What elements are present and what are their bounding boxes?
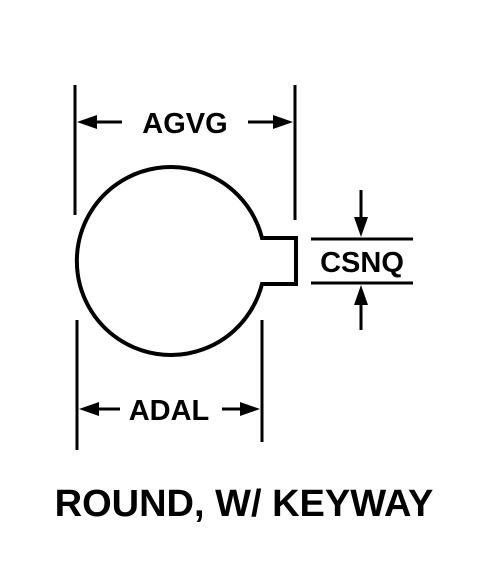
bottom-dimension-label: ADAL	[129, 395, 210, 427]
bottom-dimension-arrow-right	[222, 402, 260, 416]
keyway-dimension-arrow-up	[354, 285, 368, 330]
keyway-dimension-label: CSNQ	[320, 247, 404, 279]
top-dimension-arrow-right	[248, 115, 293, 129]
shape-caption: ROUND, W/ KEYWAY	[55, 483, 434, 525]
top-dimension-label: AGVG	[142, 108, 227, 140]
round-keyway-outline	[74, 165, 298, 357]
keyway-dimension-arrow-down	[354, 190, 368, 237]
bottom-dimension-arrow-left	[79, 402, 120, 416]
top-dimension-arrow-left	[77, 115, 122, 129]
